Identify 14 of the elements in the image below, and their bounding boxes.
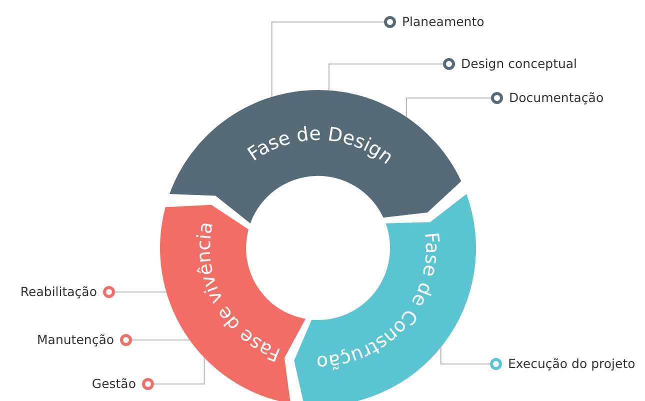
leader-label: Gestão <box>92 376 136 392</box>
leader-label: Manutenção <box>37 332 114 348</box>
leader-label: Design conceptual <box>461 56 578 72</box>
leader-label: Planeamento <box>402 14 484 30</box>
leader-line <box>328 64 444 91</box>
leader-line <box>132 340 190 341</box>
leader-line <box>406 98 492 118</box>
leader-line <box>114 291 167 292</box>
leader-label: Execução do projeto <box>508 356 636 372</box>
leader-label: Reabilitação <box>20 284 97 300</box>
leader-line <box>440 346 490 364</box>
leader-label: Documentação <box>509 90 604 106</box>
leader-line <box>271 22 384 98</box>
leader-line <box>154 357 205 384</box>
